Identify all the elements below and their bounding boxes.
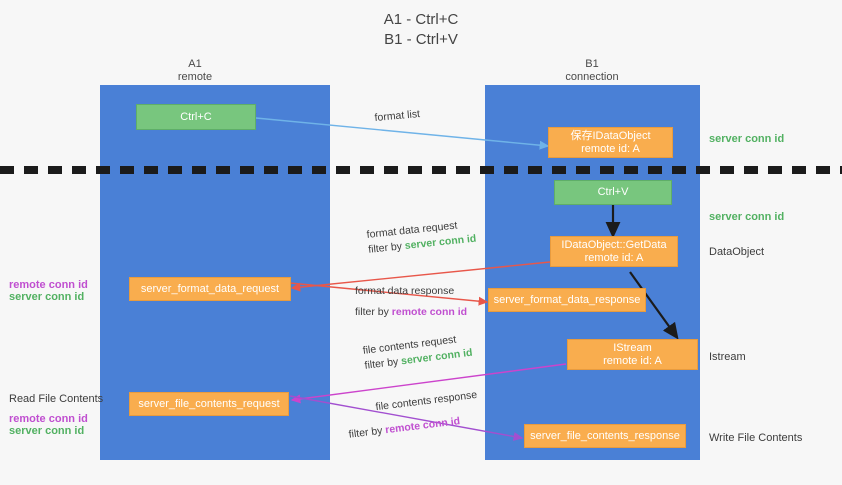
annotation-remote-conn-id-2: remote conn id xyxy=(9,413,88,425)
node-ctrl-c[interactable]: Ctrl+C xyxy=(136,104,256,130)
title-line-2: B1 - Ctrl+V xyxy=(384,31,458,48)
node-idataobject[interactable]: 保存IDataObject remote id: A xyxy=(548,127,673,158)
node-server-format-data-response-label: server_format_data_response xyxy=(493,293,641,306)
annotation-write-file-contents: Write File Contents xyxy=(709,432,803,444)
node-istream[interactable]: IStream remote id: A xyxy=(567,339,698,370)
arrow-label-format-data-request: format data request filter by server con… xyxy=(366,217,477,258)
arrow-label-format-data-response-filter: filter by remote conn id xyxy=(355,306,468,318)
arrow-label-format-list-text: format list xyxy=(374,108,421,124)
node-server-file-contents-request-label: server_file_contents_request xyxy=(138,397,280,410)
annotation-read-file-contents: Read File Contents xyxy=(9,393,104,405)
phase-separator xyxy=(0,166,842,174)
arrow-label-format-data-response: format data response filter by remote co… xyxy=(355,284,467,320)
column-header-b1-caption: connection xyxy=(565,71,619,83)
node-server-file-contents-response[interactable]: server_file_contents_response xyxy=(524,424,686,448)
highlight-remote-conn-id: remote conn id xyxy=(384,415,461,437)
column-header-a1-name: A1 xyxy=(188,58,202,70)
node-istream-line1: IStream xyxy=(613,341,652,354)
arrow-label-format-list: format list xyxy=(374,107,421,126)
node-server-file-contents-request[interactable]: server_file_contents_request xyxy=(129,392,289,416)
annotation-server-conn-id-1: server conn id xyxy=(9,291,85,303)
highlight-remote-conn-id: remote conn id xyxy=(391,306,468,318)
annotation-server-conn-id-2: server conn id xyxy=(9,425,85,437)
node-idataobject-line2: remote id: A xyxy=(581,142,640,155)
node-server-format-data-response[interactable]: server_format_data_response xyxy=(488,288,646,312)
arrow-label-file-contents-request: file contents request filter by server c… xyxy=(362,331,473,374)
arrow-label-file-contents-response-line1: file contents response xyxy=(374,388,478,414)
node-ctrl-v-label: Ctrl+V xyxy=(597,186,629,198)
annotation-dataobject: DataObject xyxy=(709,246,765,258)
node-server-format-data-request-label: server_format_data_request xyxy=(140,282,280,295)
node-ctrl-c-label: Ctrl+C xyxy=(180,110,212,123)
node-istream-line2: remote id: A xyxy=(603,354,662,367)
annotation-istream: Istream xyxy=(709,351,746,363)
arrow-label-file-contents-response: file contents response filter by remote … xyxy=(345,388,481,443)
annotation-server-conn-id-mid: server conn id xyxy=(709,211,785,223)
annotation-server-conn-id-top: server conn id xyxy=(709,133,785,145)
column-header-b1-name: B1 xyxy=(585,58,599,70)
diagram-title: A1 - Ctrl+C B1 - Ctrl+V xyxy=(0,10,842,50)
node-ctrl-v[interactable]: Ctrl+V xyxy=(554,180,672,205)
node-getdata-line1: IDataObject::GetData xyxy=(561,238,667,251)
column-header-b1: B1 connection xyxy=(512,58,672,84)
arrow-label-format-data-response-line1: format data response xyxy=(355,285,455,297)
node-idataobject-line1: 保存IDataObject xyxy=(570,129,651,142)
column-header-a1-caption: remote xyxy=(177,71,213,83)
arrow-label-file-contents-response-filter: filter by remote conn id xyxy=(348,415,461,441)
node-idataobject-getdata[interactable]: IDataObject::GetData remote id: A xyxy=(550,236,678,267)
node-server-file-contents-response-label: server_file_contents_response xyxy=(530,429,680,442)
node-getdata-line2: remote id: A xyxy=(584,251,644,264)
annotation-remote-conn-id-1: remote conn id xyxy=(9,279,88,291)
column-header-a1: A1 remote xyxy=(115,58,275,84)
node-server-format-data-request[interactable]: server_format_data_request xyxy=(129,277,291,301)
title-line-1: A1 - Ctrl+C xyxy=(383,11,459,28)
